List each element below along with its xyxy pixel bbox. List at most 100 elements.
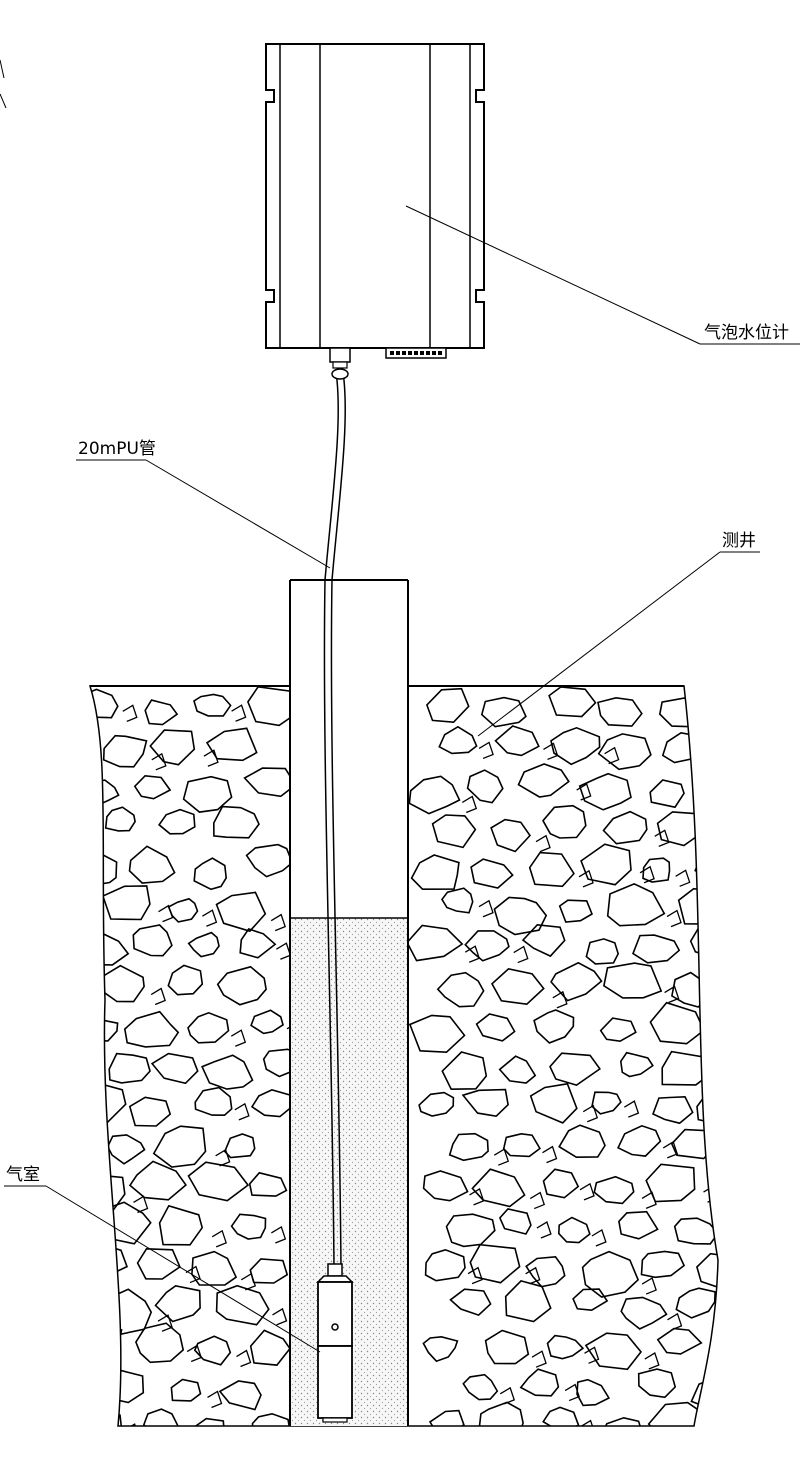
bubble-gauge-device <box>265 43 485 380</box>
gravel-stone <box>591 1091 622 1115</box>
gravel-chip <box>272 1307 288 1326</box>
gravel-chip <box>234 1102 250 1121</box>
gravel-stone <box>90 1408 123 1426</box>
gravel-chip <box>604 746 620 765</box>
gravel-chip <box>151 752 167 771</box>
gravel-chip <box>580 1419 596 1426</box>
gravel-stone <box>441 1051 488 1091</box>
gravel-chip <box>536 1221 552 1239</box>
gravel-stone <box>546 1334 585 1360</box>
gravel-stone <box>193 1417 226 1426</box>
gravel-stone <box>542 804 587 839</box>
gravel-stone <box>584 1332 643 1371</box>
gravel-stone <box>599 1017 637 1043</box>
gravel-chip <box>591 1229 607 1247</box>
gravel-chip <box>493 1148 510 1166</box>
gravel-chip <box>133 1195 149 1214</box>
gravel-chip <box>122 704 138 722</box>
gravel-stone <box>620 1296 668 1330</box>
gravel-chip <box>202 909 218 927</box>
connector-pin <box>420 351 424 355</box>
gravel-stone <box>694 854 718 878</box>
gravel-stone <box>243 767 297 798</box>
gravel-stone <box>104 806 136 832</box>
gravel-stone <box>422 1170 469 1202</box>
gravel-stone <box>602 810 648 845</box>
gravel-stone <box>548 686 597 718</box>
connector-pin <box>426 351 430 355</box>
gravel-chip <box>271 1226 287 1244</box>
connector-pin <box>414 351 418 355</box>
gravel-chip <box>709 749 718 767</box>
connector-pin <box>432 351 436 355</box>
gravel-stone <box>201 1054 254 1090</box>
gravel-stone <box>187 1011 230 1044</box>
gravel-stone <box>542 1168 580 1199</box>
gravel-stone <box>102 734 148 768</box>
gravel-stone <box>490 968 545 1006</box>
gravel-stone <box>525 1255 566 1288</box>
gravel-stone <box>167 964 204 996</box>
gravel-stone <box>223 1133 256 1159</box>
gravel-stone <box>701 773 718 810</box>
gravel-stone <box>135 1322 185 1364</box>
gravel-stone <box>517 763 570 798</box>
gravel-stone <box>637 1368 677 1399</box>
gravel-chip <box>535 834 551 853</box>
gravel-stone <box>133 774 172 800</box>
gravel-stone <box>445 1213 496 1248</box>
gravel-stone <box>449 1288 492 1317</box>
gravel-stone <box>642 857 671 883</box>
gravel-stone <box>193 1335 232 1366</box>
gravel-stone <box>216 965 267 1006</box>
gravel-stone <box>448 1132 489 1162</box>
gravel-stone <box>424 1248 466 1282</box>
gravel-chip <box>478 741 494 760</box>
gravel-stone <box>498 1055 537 1084</box>
gravel-stone <box>150 1052 199 1085</box>
gravel-stone <box>696 1087 718 1127</box>
gravel-chip <box>211 1229 227 1248</box>
gravel-chip <box>469 1187 485 1206</box>
gravel-stone <box>533 1009 575 1044</box>
gravel-stone <box>649 779 685 809</box>
gravel-stone <box>425 687 470 724</box>
gravel-stone <box>542 1406 580 1426</box>
gravel-chip <box>513 945 529 964</box>
gravel-chip <box>215 1148 231 1167</box>
pu-tube <box>323 371 346 1269</box>
gravel-stone <box>576 1378 611 1407</box>
gravel-stone <box>187 1161 250 1202</box>
gravel-stone <box>149 729 196 766</box>
gravel-stone <box>461 1088 509 1118</box>
gravel-chip <box>270 913 286 932</box>
tube-fitting <box>329 347 351 363</box>
gravel-chip <box>542 1145 558 1164</box>
gravel-chip <box>749 1274 763 1290</box>
gravel-stone <box>90 1019 119 1042</box>
gravel-stone <box>191 1250 238 1286</box>
label-pu-tube: 20mPU管 <box>78 439 156 459</box>
gravel-stone <box>572 1288 609 1312</box>
gravel-stone <box>675 1287 716 1319</box>
gravel-stone <box>617 1124 662 1157</box>
gravel-stone <box>239 928 277 959</box>
gravel-chip <box>529 1191 546 1210</box>
gravel-stone <box>152 1125 207 1168</box>
gravel-stone <box>187 931 220 958</box>
gravel-chip <box>157 1314 173 1332</box>
gravel-stone <box>248 1171 288 1197</box>
gravel-stone <box>215 891 267 933</box>
gravel-stone <box>193 857 228 891</box>
gravel-chip <box>664 985 680 1004</box>
gravel-stone <box>251 1412 291 1426</box>
gravel-stone <box>580 843 632 886</box>
gravel-stone <box>585 938 620 965</box>
leader-lines <box>4 205 800 1353</box>
gravel-stone <box>154 1284 201 1323</box>
gravel-chip <box>706 713 718 731</box>
gravel-stone <box>132 924 173 957</box>
gravel-stone <box>218 1380 262 1411</box>
gravel-chip <box>708 1027 718 1045</box>
